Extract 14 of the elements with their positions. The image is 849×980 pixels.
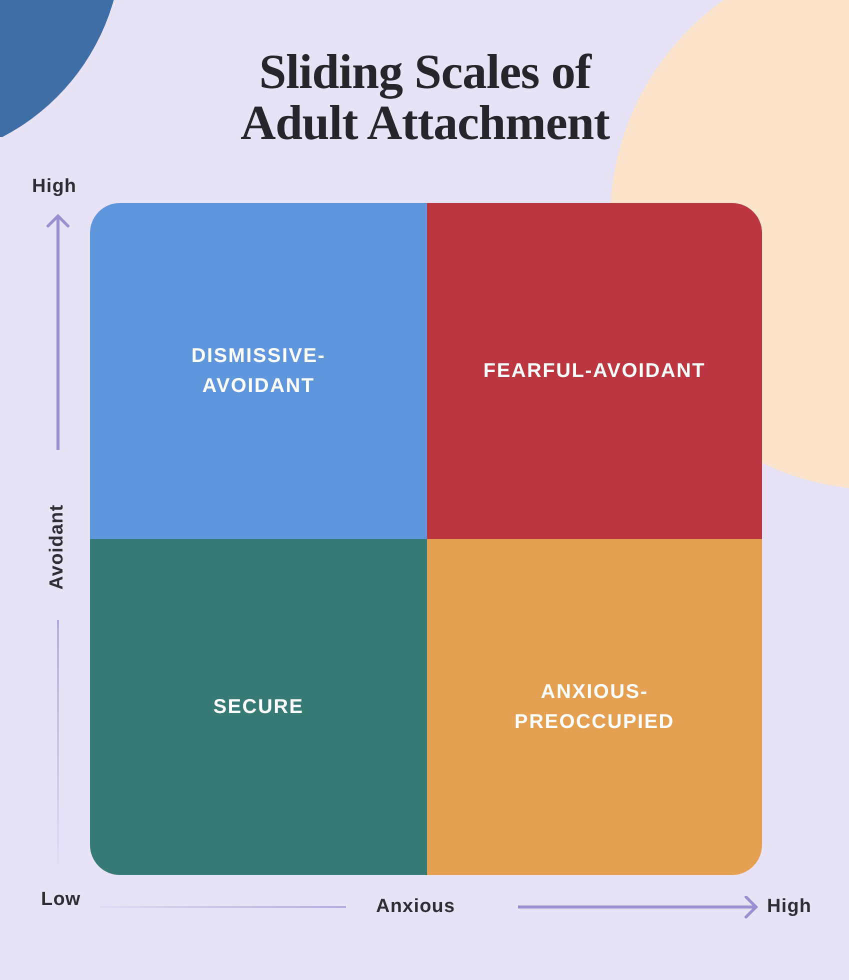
- title: Sliding Scales of Adult Attachment: [239, 46, 611, 148]
- axis-end-label: High: [767, 896, 812, 918]
- quadrant-label: ANXIOUS-PREOCCUPIED: [514, 680, 676, 735]
- quadrant-label: FEARFUL-AVOIDANT: [483, 359, 706, 384]
- axis-title: Anxious: [376, 896, 456, 918]
- quadrant-panel: [427, 539, 762, 875]
- axis-end-label: Low: [41, 889, 81, 911]
- quadrant-panel: [90, 203, 427, 539]
- axis-end-label: High: [32, 176, 77, 198]
- axis-title: Avoidant: [46, 504, 68, 590]
- quadrant-panel: [427, 203, 762, 539]
- quadrant-panel: [90, 539, 427, 875]
- quadrant-label: DISMISSIVE-AVOIDANT: [190, 344, 327, 399]
- quadrant-label: SECURE: [213, 695, 304, 720]
